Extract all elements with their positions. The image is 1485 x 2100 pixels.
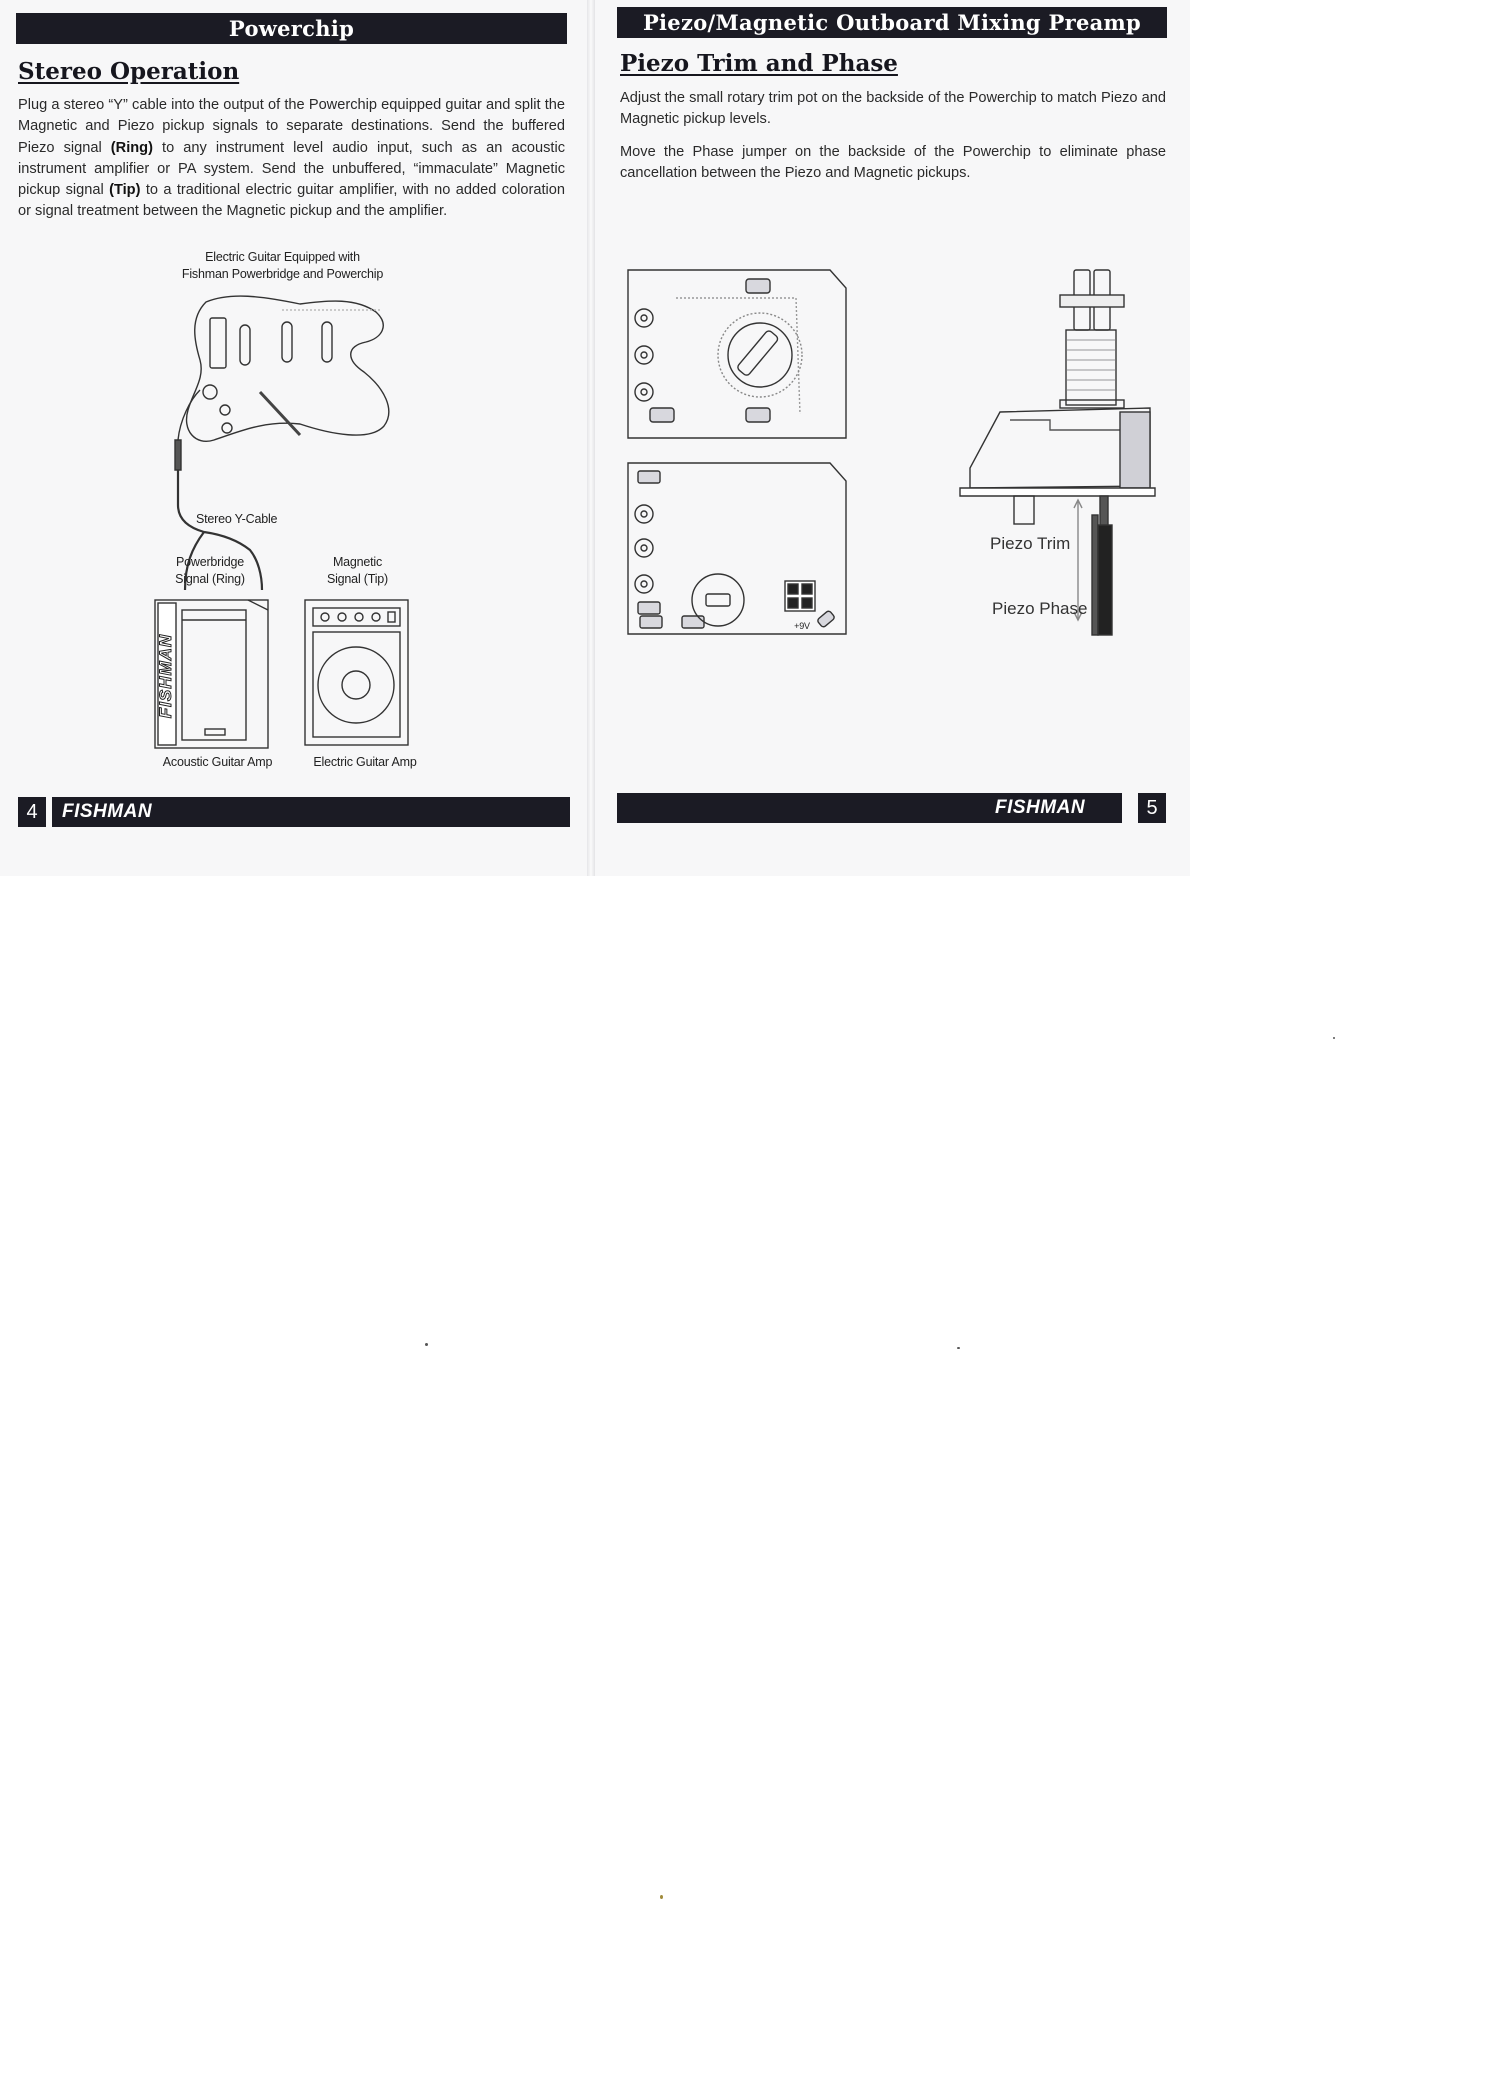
stereo-operation-paragraph: Plug a stereo “Y” cable into the output … [18, 97, 565, 220]
piezo-phase-paragraph: Move the Phase jumper on the backside of… [620, 144, 1166, 182]
stereo-wiring-diagram [154, 295, 409, 749]
left-footer-logo: FISHMAN [62, 801, 153, 822]
piezo-phase-label: Piezo Phase [992, 599, 1088, 618]
powerchip-board-diagram [627, 269, 1156, 636]
right-page-number: 5 [1138, 793, 1166, 823]
left-page-header: Powerchip [16, 13, 567, 44]
powerbridge-signal-label: Powerbridge Signal (Ring) [175, 555, 245, 586]
right-footer-bar [617, 793, 1122, 823]
manual-spread: Powerchip Stereo Operation Plug a stereo… [0, 0, 1190, 876]
acoustic-amp-label: Acoustic Guitar Amp [162, 755, 273, 769]
scan-speck [425, 1343, 428, 1346]
scan-speck [1333, 1037, 1335, 1039]
acoustic-amp-brand: FISHMAN [156, 633, 176, 719]
pot-side-view [959, 269, 1156, 636]
board-front-view [627, 269, 847, 439]
piezo-trim-paragraph: Adjust the small rotary trim pot on the … [620, 90, 1166, 128]
magnetic-signal-label: Magnetic Signal (Tip) [326, 555, 389, 586]
right-footer-logo: FISHMAN [995, 797, 1086, 818]
guitar-caption: Electric Guitar Equipped with Fishman Po… [181, 250, 384, 281]
acoustic-guitar-amp-illustration [154, 599, 269, 749]
left-footer-bar [52, 797, 570, 827]
scan-speck [660, 1895, 663, 1899]
piezo-trim-phase-title: Piezo Trim and Phase [620, 50, 898, 77]
board-voltage-label: +9V [794, 621, 810, 631]
electric-guitar-illustration [174, 295, 390, 591]
electric-guitar-amp-illustration [304, 599, 409, 746]
stereo-operation-title: Stereo Operation [18, 58, 240, 85]
right-page: Piezo/Magnetic Outboard Mixing Preamp Pi… [590, 0, 1190, 876]
board-back-view [627, 462, 847, 635]
electric-amp-label: Electric Guitar Amp [313, 755, 417, 769]
piezo-trim-label: Piezo Trim [990, 534, 1071, 553]
right-page-header: Piezo/Magnetic Outboard Mixing Preamp [617, 7, 1167, 38]
scan-speck [957, 1347, 960, 1349]
left-page: Powerchip Stereo Operation Plug a stereo… [0, 0, 590, 876]
stereo-y-cable-label: Stereo Y-Cable [196, 512, 278, 526]
left-page-number: 4 [18, 797, 46, 827]
book-spine [587, 0, 595, 876]
